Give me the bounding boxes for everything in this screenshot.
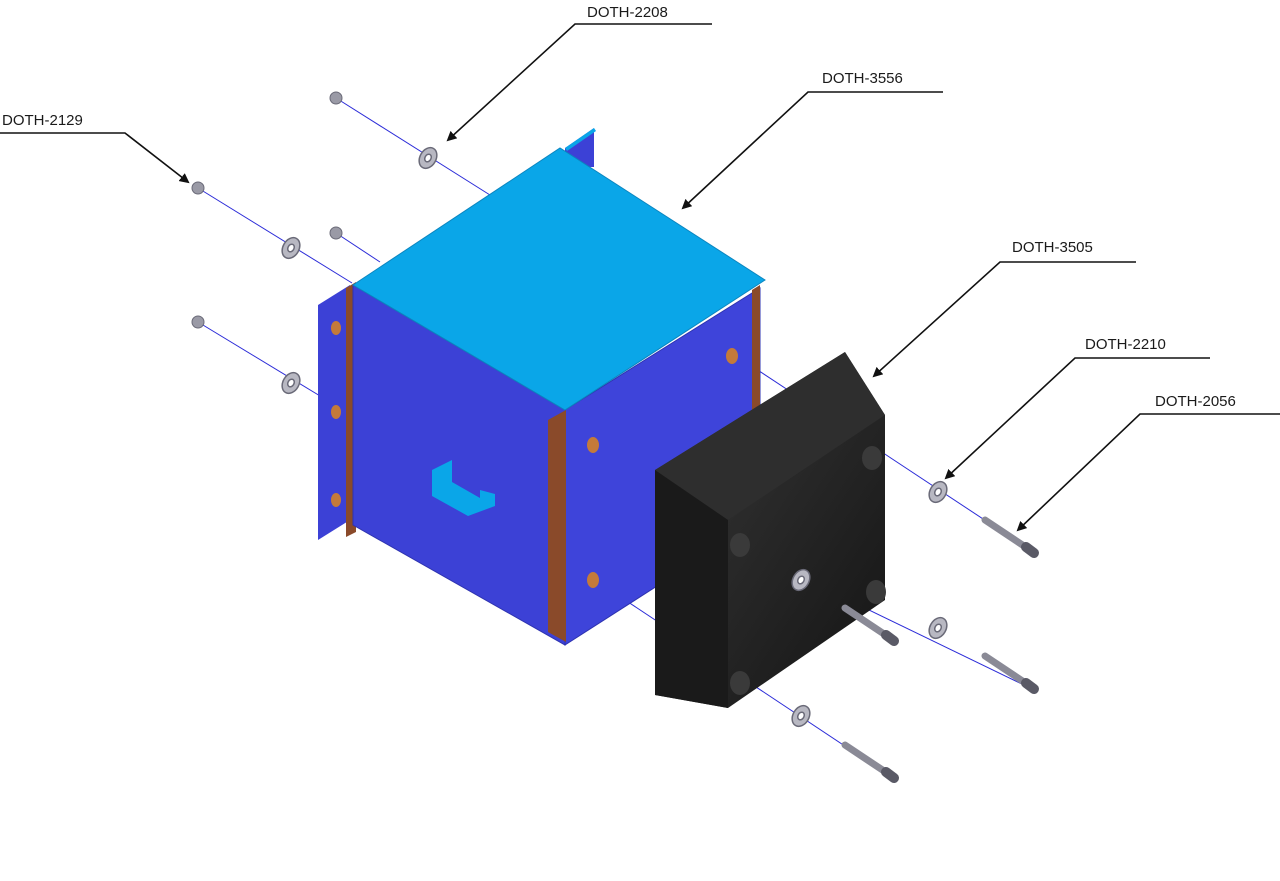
- axis-line-mid-left: [335, 232, 381, 263]
- bolt: [841, 604, 899, 646]
- washer: [791, 568, 811, 592]
- washer: [791, 704, 811, 728]
- bolts: [841, 516, 1039, 783]
- part-label-doth-2208: DOTH-2208: [587, 4, 668, 21]
- bolt: [841, 741, 899, 783]
- washers: [281, 146, 948, 728]
- bracket-left-flange: [318, 282, 356, 540]
- leader-doth-2210: [944, 357, 1210, 480]
- washer: [281, 371, 301, 395]
- part-label-doth-2129: DOTH-2129: [2, 112, 83, 129]
- flange-hole: [331, 493, 341, 507]
- pad-hole: [730, 671, 750, 695]
- washer: [418, 146, 438, 170]
- part-label-doth-3556: DOTH-3556: [822, 70, 903, 87]
- axis-line-top: [335, 97, 491, 196]
- pad-hole: [862, 446, 882, 470]
- bracket-hole: [726, 348, 738, 364]
- leader-doth-2208: [446, 23, 712, 142]
- leader-doth-3556: [681, 91, 943, 210]
- nut: [191, 181, 205, 195]
- leader-doth-2056: [1016, 413, 1280, 532]
- flange-hole: [331, 405, 341, 419]
- bracket-slot: [432, 460, 495, 516]
- nut: [329, 226, 343, 240]
- nut: [329, 91, 343, 105]
- bolt: [981, 652, 1039, 694]
- bracket-hole: [587, 437, 599, 453]
- nuts: [191, 91, 343, 329]
- leader-doth-2129: [0, 132, 190, 184]
- pad-hole: [866, 580, 886, 604]
- leader-lines: [0, 23, 1280, 532]
- leader-doth-3505: [872, 261, 1136, 378]
- washer: [281, 236, 301, 260]
- axis-line-lower-left: [197, 321, 331, 403]
- washer: [928, 480, 948, 504]
- part-label-doth-2056: DOTH-2056: [1155, 393, 1236, 410]
- bumper-pad: [655, 352, 886, 708]
- axis-line-upper-left: [197, 187, 353, 284]
- bolt: [981, 516, 1039, 558]
- bracket-hole: [587, 572, 599, 588]
- pad-hole: [730, 533, 750, 557]
- flange-hole: [331, 321, 341, 335]
- part-label-doth-2210: DOTH-2210: [1085, 336, 1166, 353]
- nut: [191, 315, 205, 329]
- part-label-doth-3505: DOTH-3505: [1012, 239, 1093, 256]
- washer: [928, 616, 948, 640]
